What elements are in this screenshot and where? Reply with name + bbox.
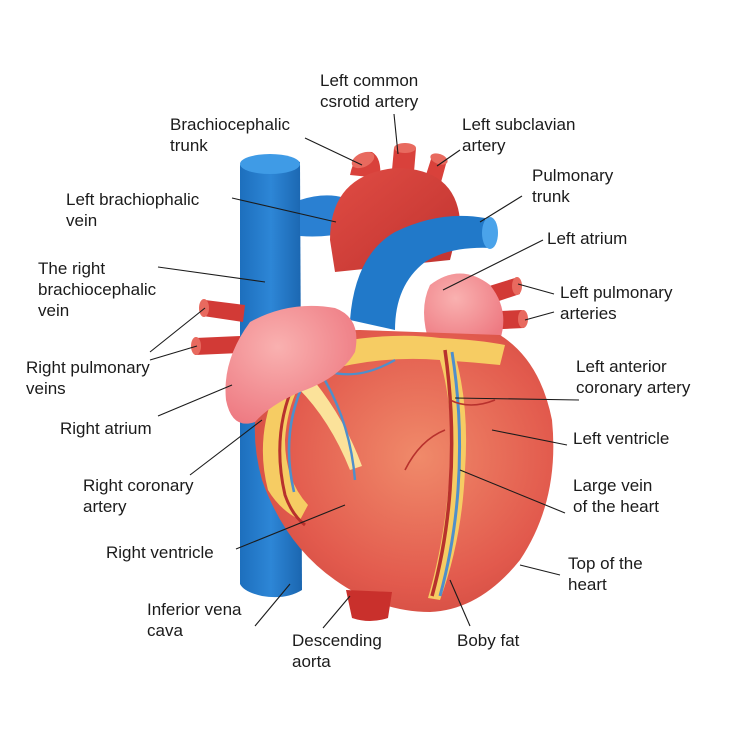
labels: Left common csrotid artery Brachiocephal…	[26, 71, 691, 671]
right-pulmonary-vein-upper-opening	[199, 299, 209, 317]
leader-lines	[149, 113, 580, 629]
label-left-atrium: Left atrium	[547, 229, 627, 248]
leader-right-pulmonary-lower	[149, 345, 198, 361]
label-right-pulmonary-veins: Right pulmonary veins	[26, 358, 155, 398]
leader-inferior-vena-cava	[254, 583, 291, 627]
label-body-fat: Boby fat	[457, 631, 520, 650]
leader-left-anterior-coronary	[454, 397, 580, 401]
leader-descending-aorta	[322, 595, 351, 629]
ventricles	[254, 330, 554, 612]
left-atrium-shape	[424, 273, 504, 345]
large-vein-vessel	[438, 351, 462, 597]
coronary-vessels	[278, 349, 496, 597]
leader-right-atrium	[157, 384, 233, 417]
leader-large-vein	[459, 469, 566, 514]
leader-left-subclavian	[436, 149, 461, 167]
minor-artery-2	[404, 429, 446, 471]
pulmonary-trunk	[350, 215, 498, 330]
minor-artery	[449, 399, 496, 406]
label-large-vein: Large vein of the heart	[573, 476, 659, 516]
brachiocephalic-trunk-opening	[351, 151, 375, 169]
leader-right-pulmonary-upper	[149, 307, 206, 353]
leader-left-atrium	[442, 239, 544, 291]
label-right-atrium: Right atrium	[60, 419, 152, 438]
leader-right-coronary	[189, 419, 263, 476]
pulmonary-trunk-opening	[482, 217, 498, 249]
label-left-ventricle: Left ventricle	[573, 429, 669, 448]
pulmonary-trunk-body	[350, 215, 492, 330]
left-pulmonary-artery-lower-opening	[518, 310, 528, 328]
left-pulmonary-artery-upper-opening	[512, 277, 522, 295]
leader-left-brachiocephalic-vein	[231, 197, 337, 223]
leader-body-fat	[449, 579, 471, 627]
leader-right-ventricle	[235, 504, 346, 550]
label-left-anterior-coronary: Left anterior coronary artery	[576, 357, 691, 397]
right-pulmonary-veins	[191, 299, 245, 355]
label-right-coronary-artery: Right coronary artery	[83, 476, 198, 516]
right-pulmonary-vein-upper	[203, 300, 245, 322]
leader-left-pulmonary-upper	[517, 283, 555, 295]
label-descending-aorta: Descending aorta	[292, 631, 387, 671]
leader-right-brachiocephalic-vein	[157, 266, 266, 283]
label-right-ventricle: Right ventricle	[106, 543, 214, 562]
leader-brachiocephalic-trunk	[304, 137, 363, 166]
label-left-common-carotid: Left common csrotid artery	[320, 71, 423, 111]
right-coronary-vessel	[278, 374, 306, 527]
label-left-subclavian: Left subclavian artery	[462, 115, 580, 155]
left-common-carotid-opening	[394, 143, 416, 153]
right-atrium-shape	[225, 305, 357, 424]
label-brachiocephalic-trunk: Brachiocephalic trunk	[170, 115, 295, 155]
label-left-pulmonary-arteries: Left pulmonary arteries	[560, 283, 677, 323]
vena-cava-top-opening	[240, 154, 300, 174]
right-pulmonary-vein-lower	[195, 336, 240, 355]
leader-left-common-carotid	[393, 113, 399, 155]
label-left-brachiocephalic-vein: Left brachiophalic vein	[66, 190, 204, 230]
label-inferior-vena-cava: Inferior vena cava	[147, 600, 246, 640]
leader-top-of-heart	[519, 564, 561, 576]
leader-pulmonary-trunk	[479, 195, 523, 223]
leader-left-pulmonary-lower	[524, 311, 555, 321]
leader-left-ventricle	[491, 429, 568, 446]
label-pulmonary-trunk: Pulmonary trunk	[532, 166, 618, 206]
minor-vein	[318, 371, 357, 481]
label-right-brachiocephalic-vein: The right brachiocephalic vein	[38, 259, 161, 320]
left-anterior-coronary-vessel	[430, 349, 454, 597]
label-top-of-heart: Top of the heart	[568, 554, 647, 594]
descending-aorta-vessel	[346, 590, 392, 621]
